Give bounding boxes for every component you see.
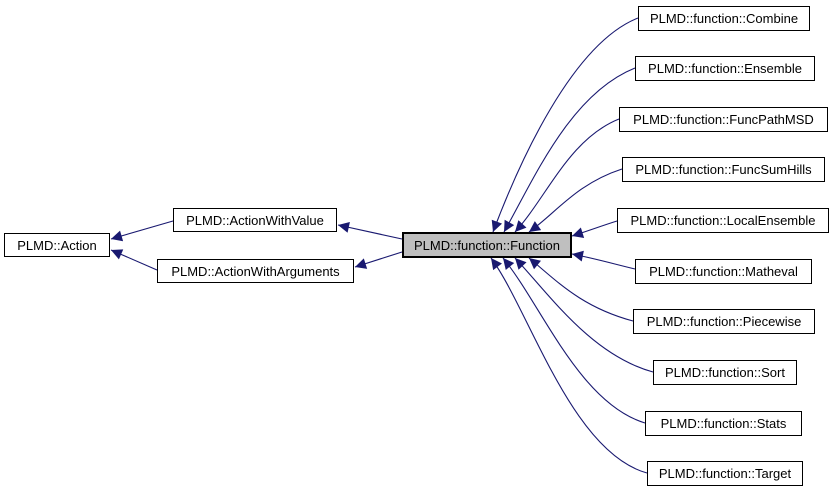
node-plmd-action[interactable]: PLMD::Action xyxy=(4,233,110,257)
node-plmd-function-target[interactable]: PLMD::function::Target xyxy=(647,461,803,486)
node-plmd-function-localensemble[interactable]: PLMD::function::LocalEnsemble xyxy=(617,208,829,233)
edge-localensemble-to-function xyxy=(571,220,618,238)
node-plmd-actionwithvalue[interactable]: PLMD::ActionWithValue xyxy=(173,208,337,232)
edge-funcsumhills-to-function xyxy=(528,168,623,233)
node-plmd-function-matheval[interactable]: PLMD::function::Matheval xyxy=(635,259,812,284)
edge-funcpathmsd-to-function xyxy=(514,118,620,233)
edge-actionwithvalue-to-action xyxy=(110,220,174,242)
edge-function-to-actionwithvalue xyxy=(337,221,403,240)
edge-matheval-to-function xyxy=(571,250,636,270)
node-plmd-function-stats[interactable]: PLMD::function::Stats xyxy=(645,411,802,436)
edge-function-to-actionwitharguments xyxy=(354,251,403,269)
node-plmd-actionwitharguments[interactable]: PLMD::ActionWithArguments xyxy=(157,259,354,283)
edge-ensemble-to-function xyxy=(503,67,636,233)
edge-sort-to-function xyxy=(514,257,654,373)
edge-stats-to-function xyxy=(502,257,646,424)
edge-target-to-function xyxy=(490,257,648,474)
edge-piecewise-to-function xyxy=(528,257,634,322)
node-plmd-function-ensemble[interactable]: PLMD::function::Ensemble xyxy=(635,56,815,81)
node-plmd-function-sort[interactable]: PLMD::function::Sort xyxy=(653,360,797,385)
edge-actionwitharguments-to-action xyxy=(110,249,158,271)
node-plmd-function-funcsumhills[interactable]: PLMD::function::FuncSumHills xyxy=(622,157,825,182)
node-plmd-function-piecewise[interactable]: PLMD::function::Piecewise xyxy=(633,309,815,334)
node-plmd-function-function: PLMD::function::Function xyxy=(402,232,572,258)
edge-combine-to-function xyxy=(491,17,639,233)
node-plmd-function-funcpathmsd[interactable]: PLMD::function::FuncPathMSD xyxy=(619,107,828,132)
node-plmd-function-combine[interactable]: PLMD::function::Combine xyxy=(638,6,810,31)
